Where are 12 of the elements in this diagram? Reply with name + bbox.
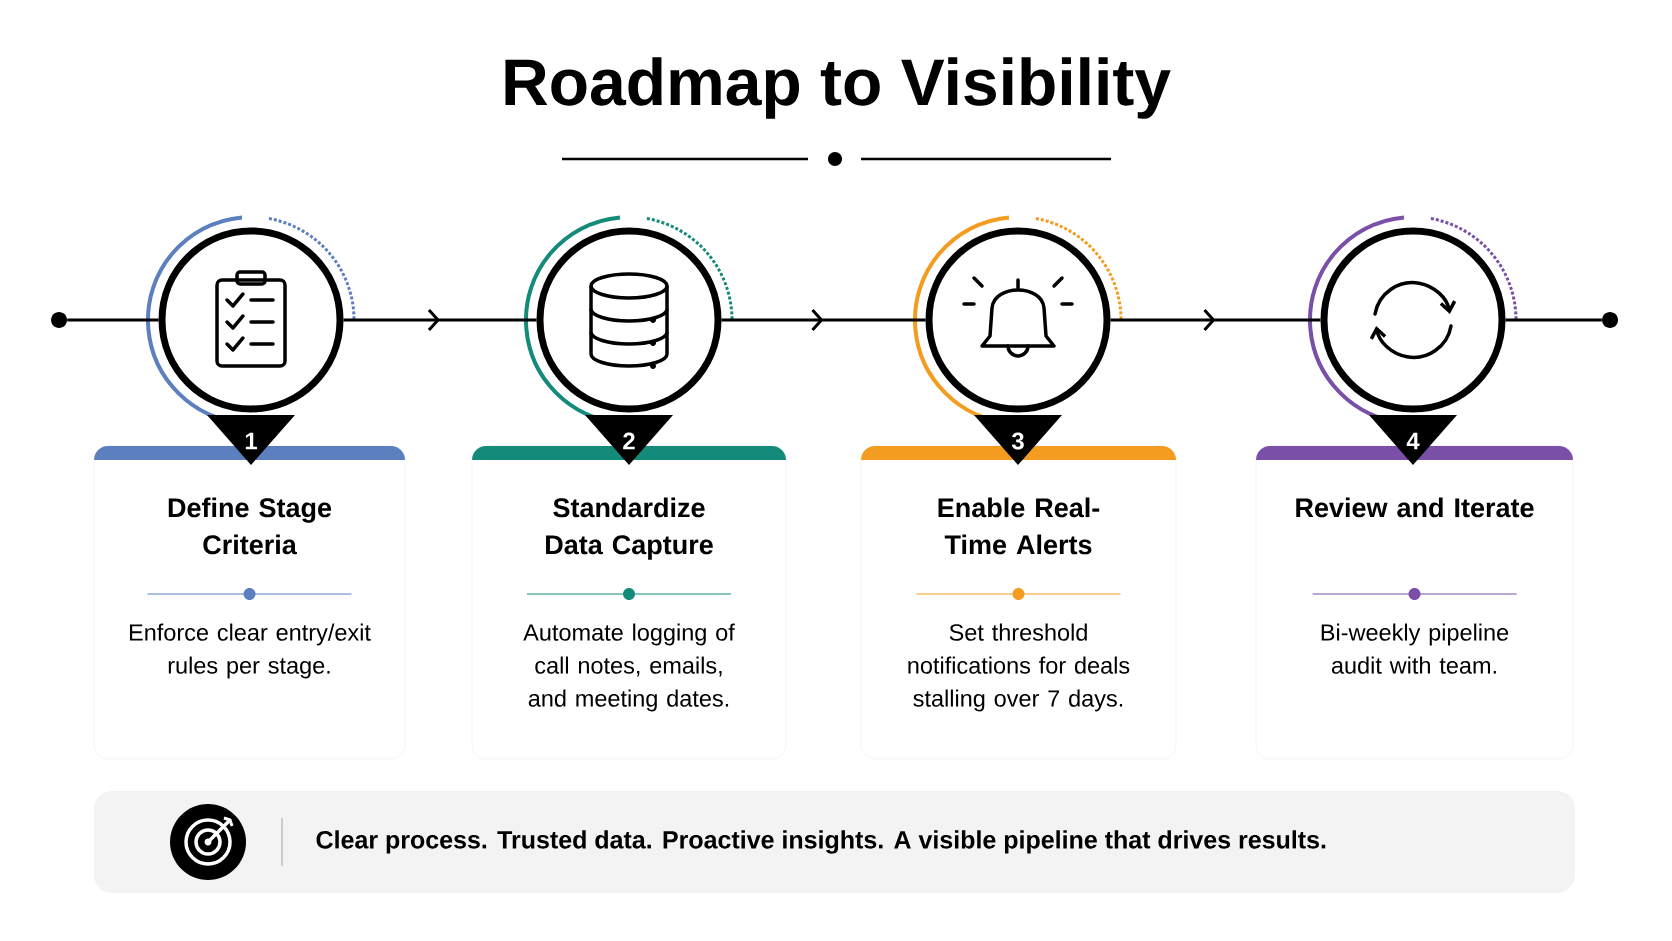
timeline-dot: [1602, 312, 1618, 328]
step-number-pin: 4: [1369, 415, 1457, 465]
icon-circle: [1320, 227, 1506, 413]
step-number-pin: 3: [974, 415, 1062, 465]
summary-banner: Clear process. Trusted data. Proactive insights. A visible pipeline that drives results.: [94, 791, 1575, 893]
icon-circle: [158, 227, 344, 413]
step-number-pin: 2: [585, 415, 673, 465]
title: Roadmap to Visibility: [505, 57, 1171, 119]
icon-circle: [925, 227, 1111, 413]
step-number-pin: 1: [207, 415, 295, 465]
timeline-dot: [51, 312, 67, 328]
icon-circle: [536, 227, 722, 413]
